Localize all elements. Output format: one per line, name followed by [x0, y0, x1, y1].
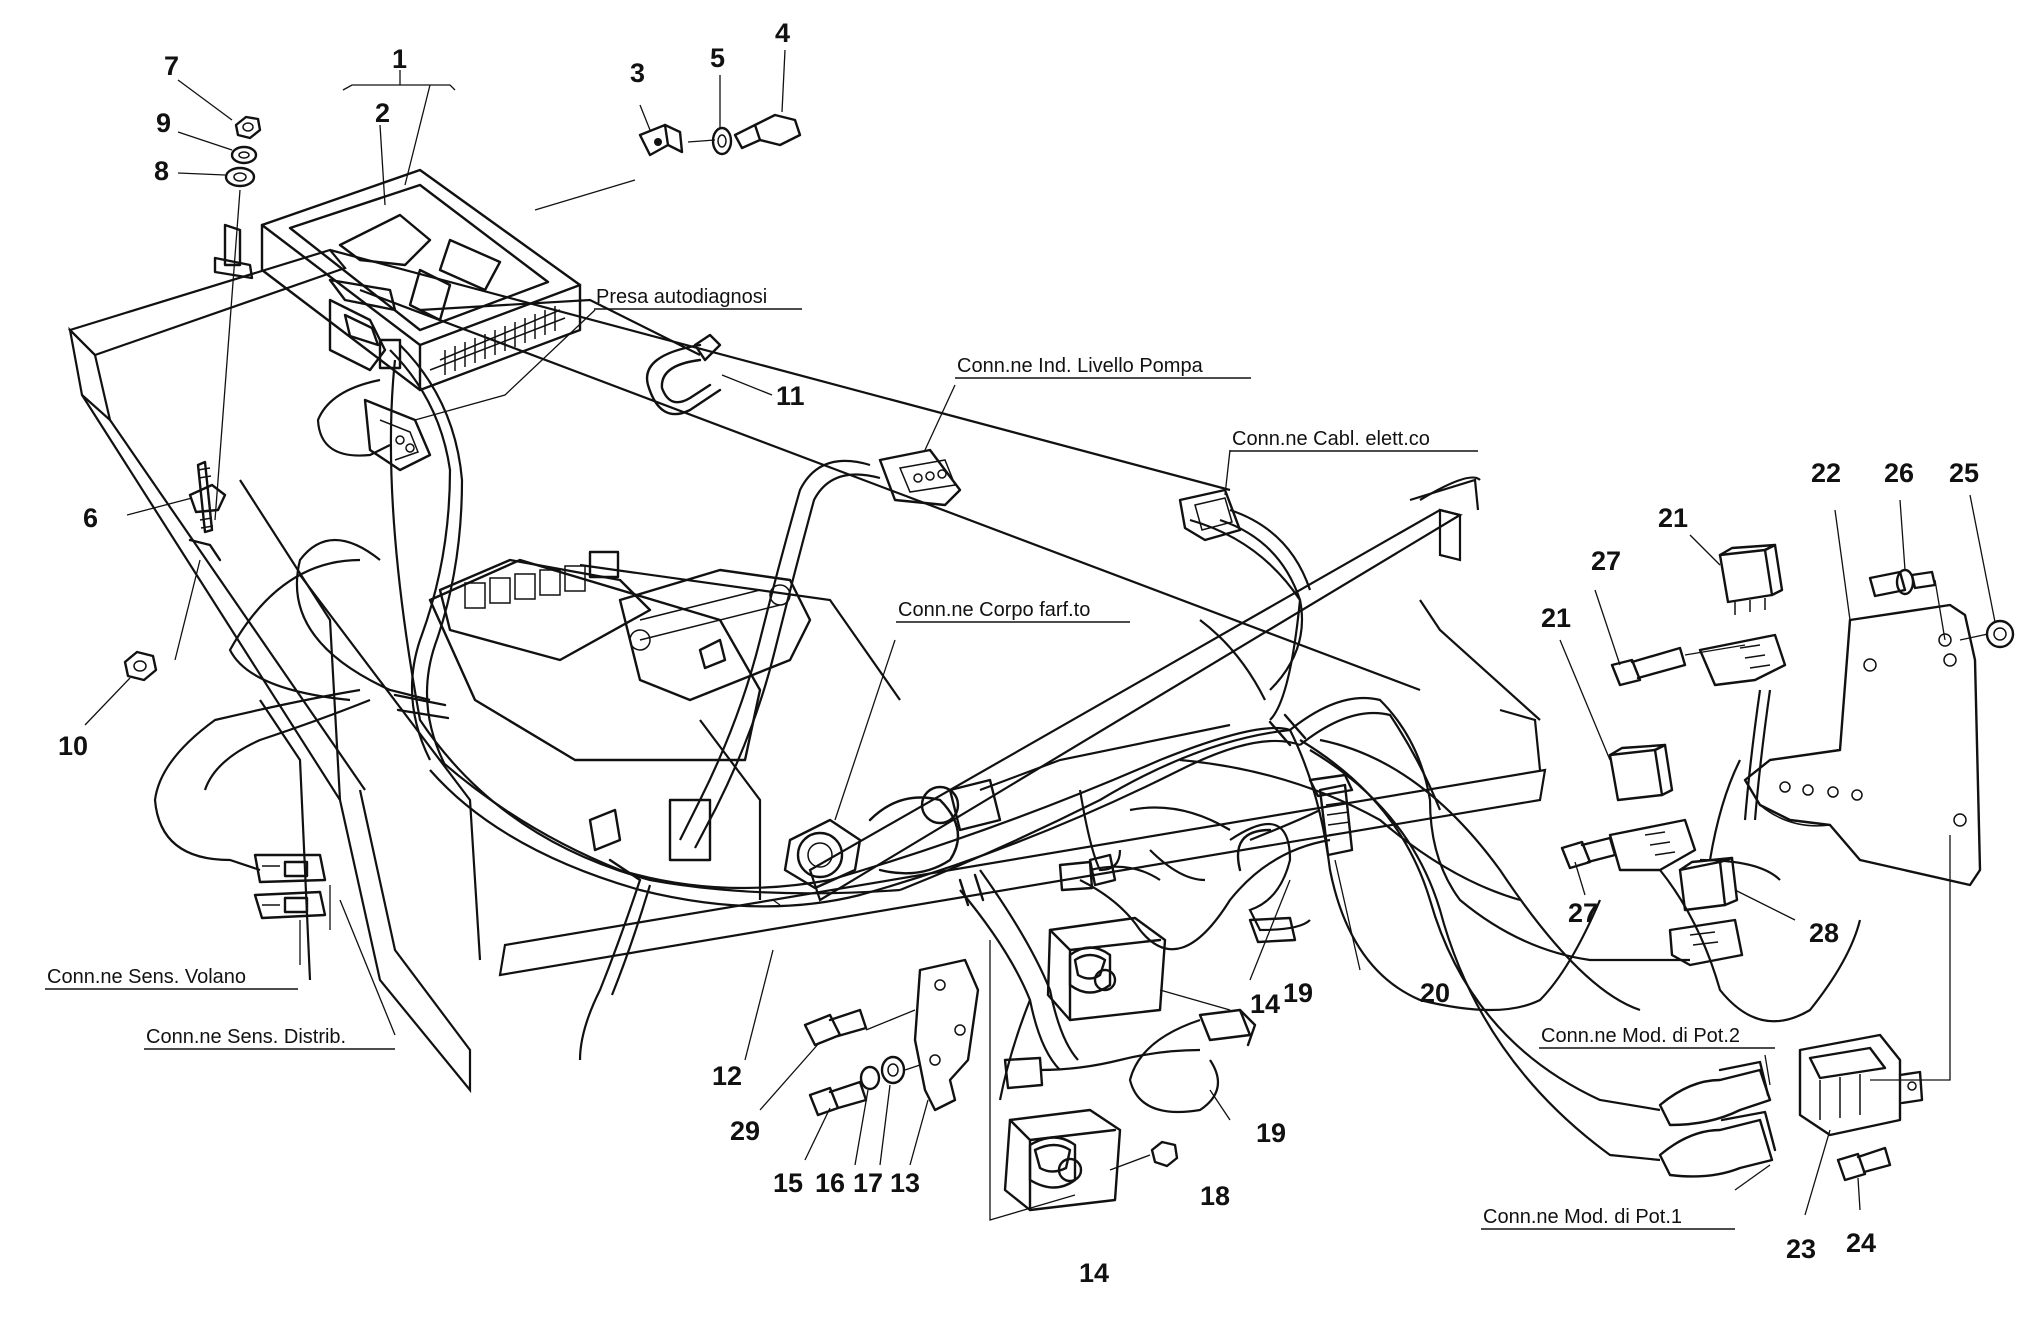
callout-15: 15	[773, 1168, 803, 1198]
callout-6: 6	[83, 503, 98, 533]
callout-28: 28	[1809, 918, 1839, 948]
label-conn-sens-distrib: Conn.ne Sens. Distrib.	[146, 1026, 346, 1048]
callout-2: 2	[375, 98, 390, 128]
callout-16: 16	[815, 1168, 845, 1198]
callout-19-lower: 19	[1256, 1118, 1286, 1148]
text-labels: Presa autodiagnosi Conn.ne Ind. Livello …	[45, 286, 1775, 1230]
bracket-3	[638, 123, 684, 157]
relay-base-lower	[1608, 818, 1697, 872]
harness-main-connector	[1178, 488, 1312, 691]
callout-13: 13	[890, 1168, 920, 1198]
label-conn-mod-pot2: Conn.ne Mod. di Pot.2	[1541, 1025, 1740, 1047]
label-presa-autodiagnosi: Presa autodiagnosi	[596, 286, 767, 308]
ignition-coil-upper	[1046, 916, 1167, 1022]
callout-5: 5	[710, 43, 725, 73]
cable-clip-11	[645, 333, 722, 416]
power-module-connector-2	[1658, 1060, 1772, 1127]
pump-level-connector	[679, 448, 962, 849]
screw-15	[808, 1080, 868, 1117]
relay-base-28	[1668, 918, 1744, 967]
callout-26: 26	[1884, 458, 1914, 488]
nut-7	[234, 115, 262, 140]
label-conn-mod-pot1: Conn.ne Mod. di Pot.1	[1483, 1206, 1682, 1228]
callout-27-upper: 27	[1591, 546, 1621, 576]
label-conn-sens-volano: Conn.ne Sens. Volano	[47, 966, 246, 988]
callout-17: 17	[853, 1168, 883, 1198]
control-module-23	[1798, 1033, 1924, 1137]
callout-20: 20	[1420, 978, 1450, 1008]
callout-14-lower: 14	[1079, 1258, 1109, 1288]
screw-29	[803, 1008, 868, 1047]
callout-14-upper: 14	[1250, 989, 1280, 1019]
callout-21-lower: 21	[1541, 603, 1571, 633]
distributor-sensor-connector	[253, 890, 327, 920]
callout-29: 29	[730, 1116, 760, 1146]
relay-21-upper	[1718, 543, 1784, 615]
callout-7: 7	[164, 51, 179, 81]
nut-10	[123, 650, 158, 682]
screw-4	[733, 113, 802, 150]
battery	[428, 550, 812, 862]
stud-6	[188, 460, 227, 562]
screw-24	[1836, 1146, 1892, 1182]
relay-28	[1678, 856, 1739, 912]
leader-lines	[84, 49, 1996, 1216]
relay-21-lower	[1608, 743, 1674, 802]
callout-21-upper: 21	[1658, 503, 1688, 533]
callout-1: 1	[392, 44, 407, 74]
callout-27-lower: 27	[1568, 898, 1598, 928]
nut-25	[1985, 619, 2015, 649]
callout-19-upper: 19	[1283, 978, 1313, 1008]
relay-base-upper	[1698, 633, 1787, 687]
washer-9	[230, 145, 258, 165]
callout-25: 25	[1949, 458, 1979, 488]
callout-10: 10	[58, 731, 88, 761]
ignition-bracket-13	[913, 958, 980, 1112]
washer-8	[224, 166, 256, 188]
callout-12: 12	[712, 1061, 742, 1091]
callout-24: 24	[1846, 1228, 1876, 1258]
washer-17	[880, 1055, 906, 1085]
ecu-control-unit	[213, 168, 582, 392]
callout-3: 3	[630, 58, 645, 88]
ht-lead-upper	[1058, 823, 1311, 944]
harness-bands	[393, 693, 1307, 907]
nut-18	[1150, 1140, 1179, 1168]
callout-18: 18	[1200, 1181, 1230, 1211]
mounting-plate-22	[1743, 603, 1982, 887]
screw-27-lower	[1560, 836, 1617, 870]
sensor-20	[1308, 773, 1354, 857]
callout-8: 8	[154, 156, 169, 186]
label-conn-livello-pompa: Conn.ne Ind. Livello Pompa	[957, 355, 1204, 377]
callout-numbers: 1 2 3 4 5 6 7 8 9 10 11 12 13 14 14 15 1…	[58, 18, 1979, 1288]
label-conn-corpo-farf: Conn.ne Corpo farf.to	[898, 599, 1090, 621]
flywheel-sensor-connector	[253, 853, 327, 884]
callout-23: 23	[1786, 1234, 1816, 1264]
diagnostic-connector	[316, 378, 432, 472]
callout-11: 11	[776, 381, 805, 411]
throttle-body-connector	[783, 778, 1002, 890]
washer-5	[711, 126, 733, 156]
callout-4: 4	[775, 18, 790, 48]
grommet-26	[1868, 568, 1937, 598]
power-module-connector-1	[1658, 1110, 1777, 1178]
ignition-coil-lower	[1003, 1108, 1122, 1212]
chassis-frame	[67, 248, 1547, 1094]
screw-27-upper	[1610, 646, 1687, 687]
callout-22: 22	[1811, 458, 1841, 488]
washer-16	[859, 1065, 881, 1091]
label-conn-cabl-elett: Conn.ne Cabl. elett.co	[1232, 428, 1430, 450]
ht-lead-lower	[1003, 1008, 1257, 1114]
callout-9: 9	[156, 108, 171, 138]
